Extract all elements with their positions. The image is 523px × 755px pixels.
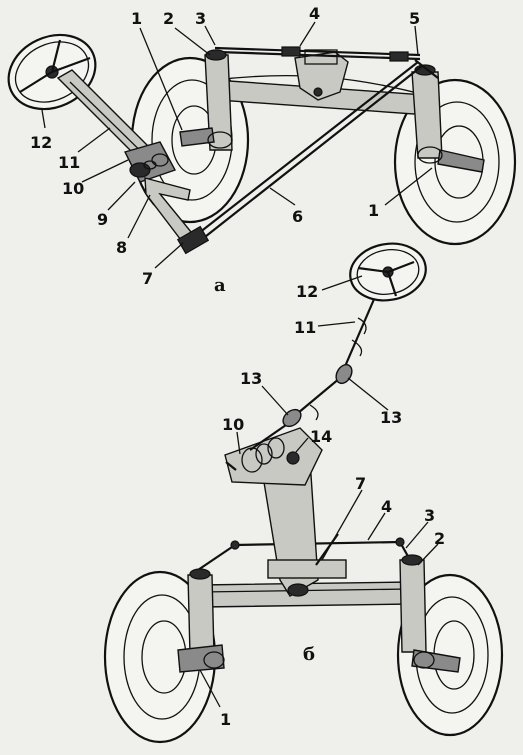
label-a-9: 9	[97, 210, 108, 229]
label-a-11: 11	[58, 153, 80, 172]
label-b-13-right: 13	[380, 408, 402, 427]
assembly-a	[7, 33, 517, 255]
label-b-14: 14	[310, 427, 332, 446]
label-b-10: 10	[222, 415, 244, 434]
label-b-7: 7	[355, 474, 366, 493]
caption-b: б	[303, 644, 315, 665]
label-a-12: 12	[30, 133, 52, 152]
labels-b: 12 11 13 13 10 14 7 4 3 2 1 б	[220, 282, 445, 729]
label-a-6: 6	[292, 207, 303, 226]
leader-lines	[41, 21, 439, 708]
label-a-5: 5	[409, 9, 420, 28]
steering-gear-a	[123, 141, 177, 183]
label-a-1-top: 1	[131, 9, 142, 28]
kingpin-left-b	[177, 568, 225, 673]
label-a-7: 7	[142, 269, 153, 288]
label-a-1-right: 1	[368, 201, 379, 220]
label-b-13-left: 13	[240, 369, 262, 388]
labels-a: 1 2 3 4 5 12 11 10 9 8 7 6 1 а	[30, 4, 420, 296]
caption-a: а	[214, 275, 226, 296]
kingpin-right-b	[399, 554, 461, 673]
label-a-4: 4	[309, 4, 320, 23]
kingpin-right-a	[411, 64, 485, 173]
label-b-2: 2	[434, 529, 445, 548]
label-a-2: 2	[163, 9, 174, 28]
label-a-8: 8	[116, 238, 127, 257]
steering-arm-a	[414, 59, 439, 79]
label-b-12: 12	[296, 282, 318, 301]
label-b-4: 4	[381, 497, 392, 516]
drag-link-a	[189, 61, 423, 245]
label-b-3: 3	[424, 506, 435, 525]
label-b-11: 11	[294, 318, 316, 337]
steering-wheel-b	[349, 242, 427, 302]
label-a-10: 10	[62, 179, 84, 198]
tie-rod-a	[214, 46, 421, 62]
steering-column-b	[249, 289, 380, 451]
label-a-3: 3	[195, 9, 206, 28]
pitman-arm-b	[261, 459, 347, 597]
steering-gear-b	[224, 427, 323, 486]
axle-mount-a	[294, 49, 349, 101]
assembly-b	[103, 242, 504, 744]
pitman-arm-a	[144, 177, 210, 255]
kingpin-left-a	[179, 49, 233, 151]
label-b-1: 1	[220, 710, 231, 729]
